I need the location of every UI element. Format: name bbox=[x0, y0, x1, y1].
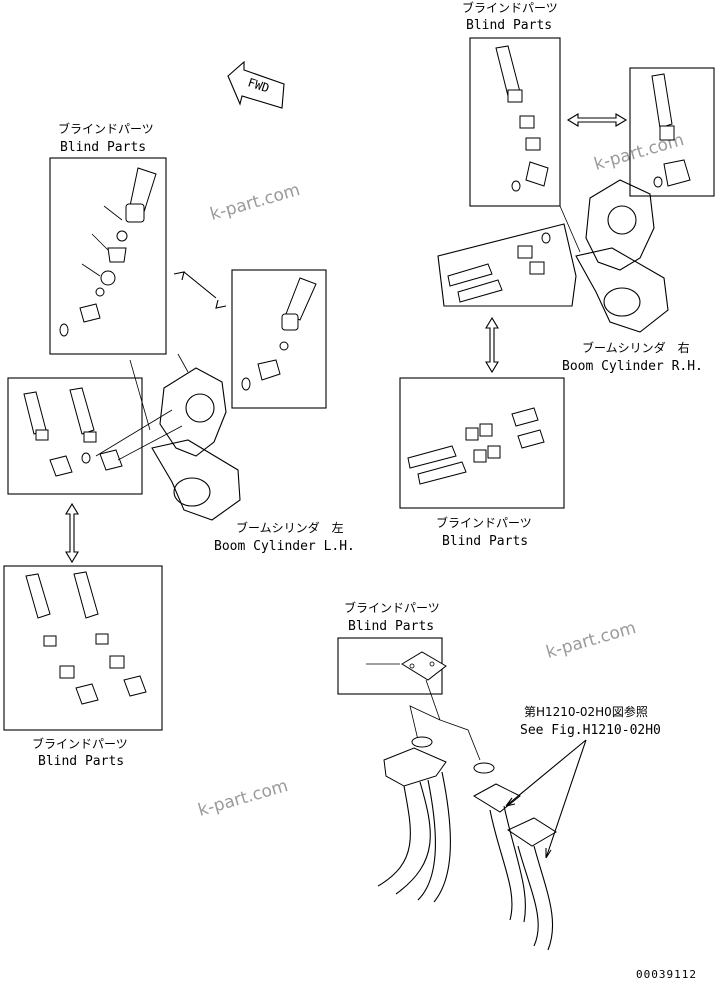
fitting-stack-mid-right bbox=[447, 232, 551, 303]
leader-lines-bottom bbox=[409, 679, 481, 761]
drawing-number: 00039112 bbox=[636, 968, 697, 981]
blind-parts-jp-label-top-right: ブラインドパーツ bbox=[462, 0, 558, 15]
blind-parts-box-far-right bbox=[629, 67, 715, 197]
blind-parts-en-label-upper-left: Blind Parts bbox=[60, 140, 146, 155]
hose-assembly-left bbox=[377, 736, 451, 903]
blind-parts-jp-label-lower-left: ブラインドパーツ bbox=[32, 736, 128, 751]
fitting-stack-lower-left bbox=[25, 571, 147, 705]
fitting-stack-upper-left bbox=[59, 167, 157, 337]
blind-parts-en-label-bottom-center: Blind Parts bbox=[348, 619, 434, 634]
reference-arrows bbox=[505, 739, 587, 859]
fitting-stack-left-middle bbox=[23, 387, 123, 477]
boom-cylinder-left bbox=[129, 353, 241, 521]
fitting-stack-far-right bbox=[651, 73, 691, 188]
blind-parts-box-top-right bbox=[469, 37, 561, 207]
watermark-4: k-part.com bbox=[196, 776, 290, 821]
blind-parts-box-upper-left bbox=[49, 157, 167, 355]
blind-parts-box-left-middle bbox=[7, 377, 143, 495]
fitting-stack-top-right bbox=[495, 45, 549, 192]
blind-parts-jp-label-upper-left: ブラインドパーツ bbox=[58, 121, 154, 136]
double-arrow-icon-3 bbox=[566, 113, 628, 127]
boom-cylinder-right-jp-label: ブームシリンダ 右 bbox=[582, 340, 690, 355]
leader-line-2 bbox=[117, 425, 183, 461]
blind-parts-jp-label-bottom-center: ブラインドパーツ bbox=[344, 600, 440, 615]
watermark-1: k-part.com bbox=[208, 180, 302, 225]
fitting-stack-lower-right bbox=[407, 407, 545, 485]
double-arrow-icon-2 bbox=[65, 502, 79, 564]
fitting-stack-left-right bbox=[241, 277, 317, 391]
blind-parts-box-mid-right bbox=[437, 223, 577, 307]
blind-parts-en-label-lower-right: Blind Parts bbox=[442, 534, 528, 549]
reference-jp-label: 第H1210-02H0図参照 bbox=[524, 704, 648, 719]
blind-parts-en-label-lower-left: Blind Parts bbox=[38, 754, 124, 769]
fwd-label: FWD bbox=[246, 75, 271, 95]
blind-parts-jp-label-lower-right: ブラインドパーツ bbox=[436, 515, 532, 530]
boom-cylinder-left-jp-label: ブームシリンダ 左 bbox=[236, 520, 344, 535]
double-arrow-icon-1 bbox=[173, 271, 227, 309]
watermark-3: k-part.com bbox=[544, 618, 638, 663]
blind-parts-box-lower-right bbox=[399, 377, 565, 509]
boom-cylinder-right bbox=[559, 179, 669, 333]
boom-cylinder-right-en-label: Boom Cylinder R.H. bbox=[562, 359, 703, 374]
double-arrow-icon-4 bbox=[485, 316, 499, 374]
blind-parts-box-left-right bbox=[231, 269, 327, 409]
blind-parts-en-label-top-right: Blind Parts bbox=[466, 18, 552, 33]
reference-en-label: See Fig.H1210-02H0 bbox=[520, 723, 661, 738]
hose-assembly-right bbox=[473, 762, 557, 951]
fwd-arrow-icon: FWD bbox=[227, 60, 285, 109]
blind-parts-box-lower-left bbox=[3, 565, 163, 731]
leader-line-1 bbox=[95, 409, 173, 457]
flange-plate bbox=[366, 651, 447, 681]
boom-cylinder-left-en-label: Boom Cylinder L.H. bbox=[214, 539, 355, 554]
